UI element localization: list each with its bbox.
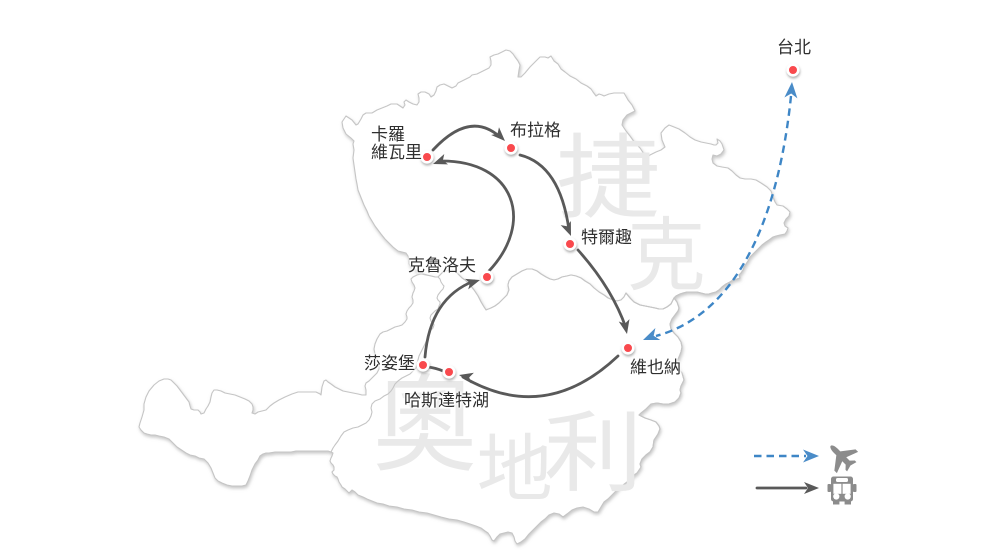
legend-bus-arrowhead (804, 482, 819, 494)
czech-slovakia-border-line (673, 260, 749, 299)
country-watermarks: 捷 克 奧 地 利 (373, 126, 706, 512)
city-label-prague: 布拉格 (510, 121, 561, 141)
flight-arrowhead-vienna (643, 327, 661, 341)
czech-border-line (625, 292, 685, 468)
city-label-telc: 特爾趣 (581, 228, 632, 248)
airplane-icon (830, 445, 859, 474)
route-prague-telc (518, 153, 571, 232)
watermark-char-jie: 捷 (556, 126, 660, 233)
city-label-krumlov: 克魯洛夫 (408, 256, 476, 276)
bus-windshield-right (842, 483, 851, 494)
watermark-char-di: 地 (477, 427, 553, 512)
city-label-hallstatt: 哈斯達特湖 (404, 391, 489, 411)
route-krumlov-karlovyvary (438, 159, 515, 273)
bus-windshield-left (833, 483, 842, 494)
city-dot-vienna (621, 341, 635, 355)
route-telc-vienna (576, 248, 628, 330)
route-salzburg-krumlov (423, 279, 476, 359)
city-dots (416, 63, 800, 379)
city-dot-telc (563, 237, 577, 251)
route-prague-telc-arrowhead (560, 220, 571, 236)
route-karlovyvary-prague (431, 124, 502, 152)
bus-foot-left (833, 500, 840, 505)
bus-foot-right (844, 500, 851, 505)
city-dot-salzburg (416, 358, 430, 372)
route-telc-vienna-arrowhead (618, 319, 630, 334)
country-borders (330, 260, 749, 468)
legend-flight-arrowhead (803, 449, 819, 463)
flight-route (643, 82, 798, 341)
map-legend (754, 445, 859, 505)
city-dot-karlovyvary (420, 150, 434, 164)
country-shapes (138, 49, 791, 545)
bus-icon (827, 476, 857, 505)
legend-flight-row (754, 445, 859, 474)
city-label-salzburg: 莎姿堡 (364, 354, 415, 374)
bus-wheel-left (833, 493, 840, 500)
route-krumlov-karlovyvary-arrowhead (433, 154, 449, 165)
watermark-char-ke: 克 (627, 209, 706, 303)
watermark-char-li: 利 (544, 403, 643, 505)
watermark-char-ao: 奧 (373, 363, 477, 487)
city-dot-krumlov (480, 270, 494, 284)
city-label-karlovyvary: 卡羅 維瓦里 (371, 125, 422, 163)
city-label-taipei: 台北 (777, 38, 811, 58)
bus-wheel-right (844, 493, 851, 500)
city-dot-prague (504, 141, 518, 155)
city-dot-hallstatt (442, 365, 456, 379)
bus-roof-sign (836, 478, 848, 482)
bus-mirror-right (852, 484, 857, 492)
route-vienna-hallstatt-arrowhead (459, 372, 474, 384)
city-label-vienna: 維也納 (630, 358, 681, 378)
flight-arrowhead-taipei (784, 82, 798, 99)
route-salzburg-krumlov-arrowhead (465, 278, 480, 290)
route-vienna-hallstatt (461, 354, 620, 399)
route-hallstatt-salzburg-connector (426, 365, 445, 373)
bus-routes (423, 124, 630, 399)
city-dot-taipei (786, 63, 800, 77)
route-karlovyvary-prague-arrowhead (491, 127, 505, 141)
bus-mirror-left (827, 484, 832, 492)
flight-taipei-vienna (655, 95, 793, 338)
airplane-icon-shape (830, 445, 859, 474)
legend-bus-row (755, 476, 857, 505)
germany-austria-inner-border (330, 276, 445, 453)
